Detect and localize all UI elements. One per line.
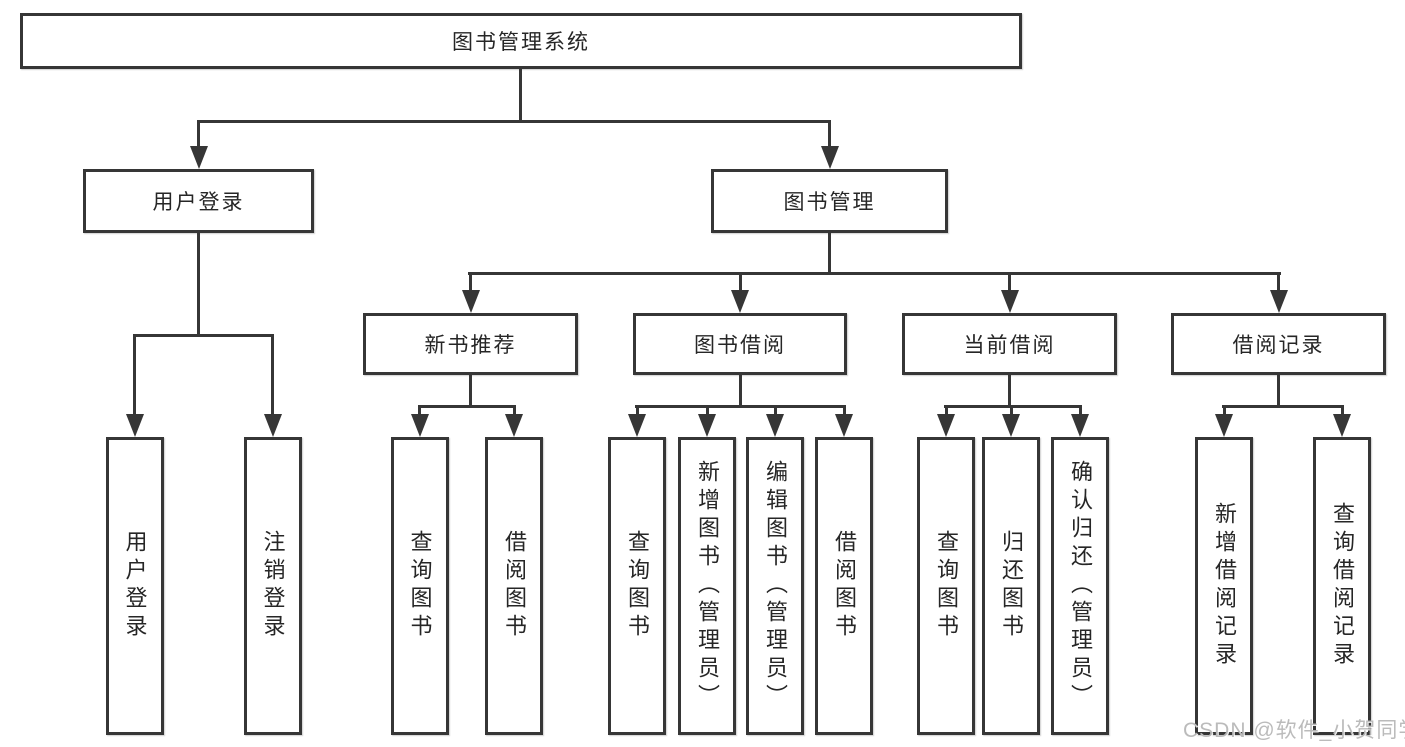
arrow-down-icon — [1000, 275, 1019, 313]
leaf-logout-label: 注销登录 — [260, 530, 286, 642]
arrow-down-icon — [835, 408, 853, 437]
leaf-edit-book-admin-label: 编辑图书（管理员） — [763, 460, 788, 712]
node-book-borrowing-label: 图书借阅 — [694, 334, 786, 357]
leaf-query-book-borrowing: 查询图书 — [608, 437, 666, 735]
arrow-down-icon — [628, 408, 646, 437]
connector-line — [1222, 405, 1344, 408]
node-book-borrowing: 图书借阅 — [633, 313, 847, 375]
node-root: 图书管理系统 — [20, 13, 1022, 69]
arrow-down-icon — [1333, 408, 1351, 437]
node-borrow-records-label: 借阅记录 — [1232, 334, 1325, 357]
connector-line — [133, 334, 274, 337]
leaf-user-login-label: 用户登录 — [122, 530, 148, 642]
connector-line — [197, 120, 831, 123]
leaf-add-book-admin-label: 新增图书（管理员） — [695, 460, 720, 712]
arrow-down-icon — [766, 408, 784, 437]
arrow-down-icon — [125, 337, 144, 437]
leaf-query-book-current-label: 查询图书 — [934, 530, 959, 642]
arrow-down-icon — [937, 408, 955, 437]
arrow-down-icon — [1071, 408, 1089, 437]
connector-line — [828, 233, 831, 275]
arrow-down-icon — [189, 123, 208, 169]
leaf-query-borrow-record: 查询借阅记录 — [1313, 437, 1371, 735]
leaf-query-book-current: 查询图书 — [917, 437, 975, 735]
leaf-query-book-recommend-label: 查询图书 — [407, 530, 433, 642]
arrow-down-icon — [410, 408, 429, 437]
connector-line — [518, 69, 522, 123]
leaf-query-borrow-record-label: 查询借阅记录 — [1330, 502, 1355, 670]
node-new-book-recommend-label: 新书推荐 — [424, 334, 517, 357]
leaf-confirm-return-admin-label: 确认归还（管理员） — [1068, 460, 1093, 712]
node-user-login-branch-label: 用户登录 — [152, 191, 245, 214]
connector-line — [197, 233, 200, 337]
csdn-watermark: CSDN @软件_小贺同学 — [1183, 719, 1405, 742]
leaf-confirm-return-admin: 确认归还（管理员） — [1051, 437, 1109, 735]
arrow-down-icon — [461, 275, 480, 313]
node-book-management: 图书管理 — [711, 169, 948, 233]
node-book-management-label: 图书管理 — [783, 191, 876, 214]
arrow-down-icon — [1269, 275, 1288, 313]
leaf-logout: 注销登录 — [243, 437, 302, 735]
leaf-return-book: 归还图书 — [982, 437, 1040, 735]
arrow-down-icon — [820, 123, 839, 169]
connector-line — [635, 405, 846, 408]
arrow-down-icon — [731, 275, 749, 313]
arrow-down-icon — [698, 408, 716, 437]
node-borrow-records: 借阅记录 — [1171, 313, 1386, 375]
leaf-borrow-book: 借阅图书 — [815, 437, 873, 735]
leaf-borrow-book-recommend-label: 借阅图书 — [502, 530, 527, 642]
connector-line — [738, 375, 742, 408]
node-current-borrowing: 当前借阅 — [902, 313, 1117, 375]
connector-line — [468, 272, 1281, 275]
connector-line — [1008, 375, 1011, 408]
node-root-label: 图书管理系统 — [452, 31, 590, 54]
leaf-edit-book-admin: 编辑图书（管理员） — [746, 437, 804, 735]
leaf-query-book-recommend: 查询图书 — [390, 437, 449, 735]
leaf-return-book-label: 归还图书 — [999, 530, 1024, 642]
connector-line — [1277, 375, 1280, 408]
arrow-down-icon — [505, 408, 523, 437]
leaf-add-book-admin: 新增图书（管理员） — [678, 437, 736, 735]
connector-line — [469, 375, 472, 408]
arrow-down-icon — [1002, 408, 1020, 437]
leaf-borrow-book-label: 借阅图书 — [832, 530, 857, 642]
leaf-query-book-borrowing-label: 查询图书 — [625, 530, 650, 642]
node-new-book-recommend: 新书推荐 — [363, 313, 578, 375]
arrow-down-icon — [1215, 408, 1233, 437]
connector-line — [944, 405, 1082, 408]
node-user-login-branch: 用户登录 — [83, 169, 314, 233]
arrow-down-icon — [263, 337, 282, 437]
leaf-add-borrow-record-label: 新增借阅记录 — [1212, 502, 1237, 670]
leaf-add-borrow-record: 新增借阅记录 — [1195, 437, 1253, 735]
leaf-borrow-book-recommend: 借阅图书 — [485, 437, 543, 735]
connector-line — [418, 405, 516, 408]
node-current-borrowing-label: 当前借阅 — [963, 334, 1056, 357]
leaf-user-login: 用户登录 — [105, 437, 164, 735]
